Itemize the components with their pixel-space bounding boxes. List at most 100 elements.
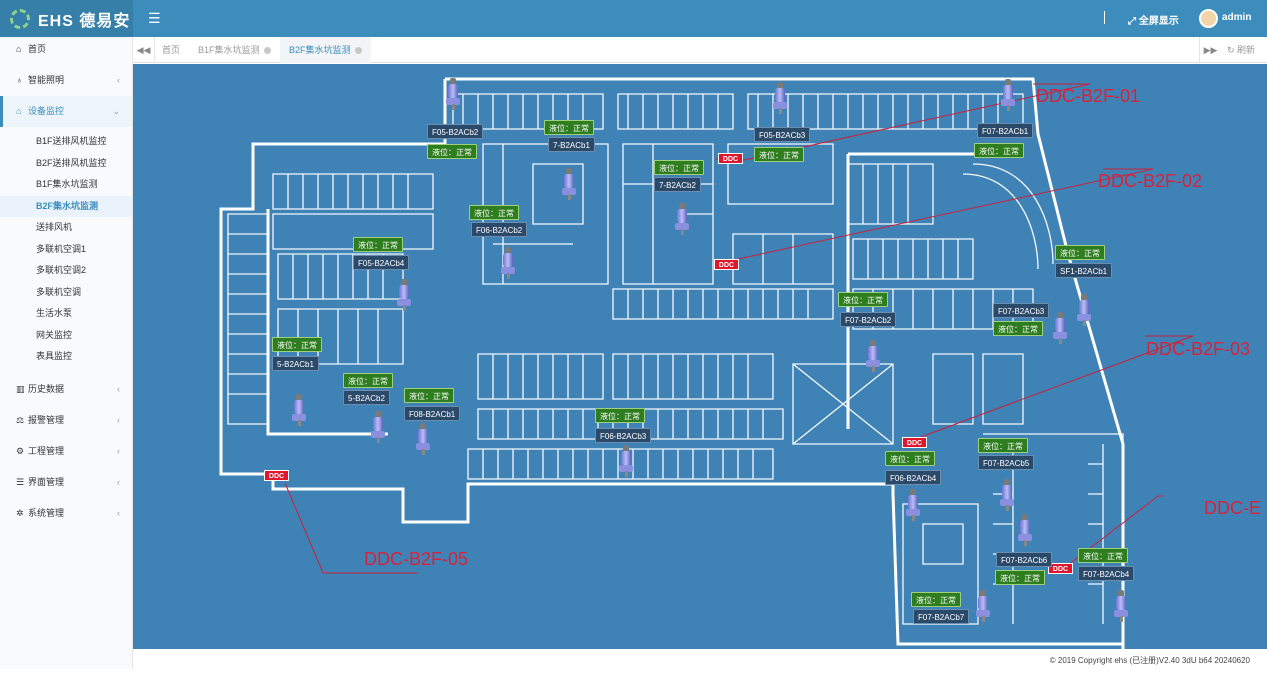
submenu-gateway[interactable]: 网关监控 [36, 329, 73, 340]
pump-id-label[interactable]: F07-B2ACb4 [1078, 566, 1135, 581]
sump-pump-icon[interactable] [397, 279, 411, 311]
pump-id-label[interactable]: F06-B2ACb4 [885, 470, 942, 485]
refresh-icon: ↻ [1226, 45, 1237, 55]
sidebar-item-system[interactable]: ✲系统管理‹ [0, 498, 132, 529]
sump-pump-icon[interactable] [976, 590, 990, 622]
chevron-left-icon: ‹ [117, 476, 120, 487]
tab-label: B2F集水坑监测 [289, 45, 351, 55]
sump-pump-icon[interactable] [1001, 79, 1015, 111]
sump-pump-icon[interactable] [1053, 312, 1067, 344]
submenu-vrf-ac-2[interactable]: 多联机空调2 [36, 265, 87, 275]
tab-b1f-sump[interactable]: B1F集水坑监测 [189, 37, 280, 63]
header-divider [1104, 11, 1105, 24]
close-icon[interactable] [263, 47, 271, 55]
sidebar-item-label: 系统管理 [28, 507, 65, 518]
pump-id-label[interactable]: F07-B2ACb3 [993, 303, 1050, 318]
level-status-label: 液位：正常 [993, 321, 1043, 336]
pump-id-label[interactable]: F07-B2ACb2 [840, 312, 897, 327]
level-status-label: 液位：正常 [754, 147, 804, 162]
avatar[interactable] [1199, 9, 1218, 28]
floor-plan-map: DDC-B2F-01 DDC-B2F-02 DDC-B2F-03 DDC-B2F… [133, 64, 1267, 649]
pump-id-label[interactable]: F07-B2ACb1 [977, 123, 1034, 138]
sump-pump-icon[interactable] [371, 411, 385, 443]
chevron-left-icon: ‹ [117, 383, 120, 394]
close-icon[interactable] [354, 47, 362, 55]
sidebar-item-device-monitor[interactable]: ⌂设备监控⌄ [0, 96, 132, 127]
sidebar-item-ui[interactable]: ☰界面管理‹ [0, 467, 132, 498]
tab-b2f-sump[interactable]: B2F集水坑监测 [280, 37, 371, 63]
ddc-controller-badge[interactable]: DDC [264, 470, 289, 481]
pump-id-label[interactable]: F06-B2ACb2 [471, 222, 528, 237]
sump-pump-icon[interactable] [446, 78, 460, 110]
submenu-ventilation-fan[interactable]: 送排风机 [36, 222, 73, 232]
ddc-controller-badge[interactable]: DDC [902, 437, 927, 448]
submenu-b2f-fan[interactable]: B2F送排风机监控 [36, 157, 107, 168]
sidebar-item-lighting[interactable]: ♁智能照明‹ [0, 65, 132, 96]
submenu-vrf-ac-1[interactable]: 多联机空调1 [36, 243, 87, 254]
pump-id-label[interactable]: F07-B2ACb5 [978, 455, 1035, 470]
sidebar-item-label: 历史数据 [28, 383, 65, 394]
sump-pump-icon[interactable] [906, 489, 920, 521]
sump-pump-icon[interactable] [501, 247, 515, 279]
pump-id-label[interactable]: F07-B2ACb6 [996, 552, 1053, 567]
sump-pump-icon[interactable] [619, 445, 633, 477]
sidebar-item-alarm[interactable]: ⚖报警管理‹ [0, 405, 132, 436]
chevron-left-icon: ‹ [117, 414, 120, 425]
sump-pump-icon[interactable] [1000, 479, 1014, 511]
submenu-meters[interactable]: 表具监控 [36, 351, 73, 361]
sidebar-item-label: 界面管理 [28, 476, 65, 487]
pump-id-label[interactable]: F05-B2ACb2 [427, 124, 484, 139]
submenu-b1f-fan[interactable]: B1F送排风机监控 [36, 136, 107, 146]
submenu-vrf-ac[interactable]: 多联机空调 [36, 286, 82, 297]
pump-id-label[interactable]: F08-B2ACb1 [404, 406, 461, 421]
user-name[interactable]: admin [1222, 12, 1252, 23]
sump-pump-icon[interactable] [1114, 590, 1128, 622]
ddc-callout-02: DDC-B2F-02 [1098, 171, 1203, 191]
sump-pump-icon[interactable] [773, 82, 787, 114]
ddc-controller-badge[interactable]: DDC [1048, 563, 1073, 574]
ddc-callout-01: DDC-B2F-01 [1036, 86, 1141, 106]
sump-pump-icon[interactable] [866, 340, 880, 372]
level-status-label: 液位：正常 [427, 144, 477, 159]
sidebar-item-project[interactable]: ⚙工程管理‹ [0, 436, 132, 467]
sump-pump-icon[interactable] [675, 203, 689, 235]
level-status-label: 液位：正常 [974, 143, 1024, 158]
pump-id-label[interactable]: 7-B2ACb2 [654, 177, 701, 192]
pump-id-label[interactable]: 7-B2ACb1 [548, 137, 595, 152]
ddc-controller-badge[interactable]: DDC [718, 153, 743, 164]
tab-home[interactable]: 首页 [162, 45, 181, 55]
refresh-label: 刷新 [1236, 45, 1255, 55]
brand-logo[interactable]: EHS 德易安 [0, 0, 133, 37]
brand-name: EHS 德易安 [38, 12, 131, 30]
ddc-controller-badge[interactable]: DDC [714, 259, 739, 270]
submenu-domestic-pump[interactable]: 生活水泵 [36, 308, 73, 318]
refresh-button[interactable]: ↻ 刷新 [1227, 37, 1255, 63]
pump-id-label[interactable]: F05-B2ACb3 [754, 127, 811, 142]
sump-pump-icon[interactable] [416, 423, 430, 455]
pump-id-label[interactable]: SF1-B2ACb1 [1055, 263, 1113, 278]
pump-id-label[interactable]: F07-B2ACb7 [913, 609, 970, 624]
sidebar-item-label: 工程管理 [28, 445, 65, 456]
expand-icon: ⤢ [1128, 16, 1139, 27]
level-status-label: 液位：正常 [353, 237, 403, 252]
pump-id-label[interactable]: F05-B2ACb4 [353, 255, 410, 270]
fullscreen-button[interactable]: ⤢ 全屏显示 [1128, 12, 1179, 27]
submenu-b2f-sump[interactable]: B2F集水坑监测 [0, 195, 132, 217]
tab-scroll-left-icon[interactable]: ◀◀ [133, 37, 155, 63]
submenu-b1f-sump[interactable]: B1F集水坑监测 [36, 179, 98, 189]
sump-pump-icon[interactable] [292, 394, 306, 426]
sidebar-toggle-icon[interactable]: ☰ [148, 10, 161, 26]
pump-id-label[interactable]: 5-B2ACb1 [272, 356, 319, 371]
sump-pump-icon[interactable] [1018, 514, 1032, 546]
footer-copyright: © 2019 Copyright ehs (已注册)V2.40 3dU b64 … [133, 649, 1267, 669]
sidebar-item-home[interactable]: ⌂首页 [0, 34, 132, 65]
pump-id-label[interactable]: 5-B2ACb2 [343, 390, 390, 405]
sump-pump-icon[interactable] [1077, 294, 1091, 326]
sump-pump-icon[interactable] [562, 168, 576, 200]
chevron-left-icon: ‹ [117, 75, 120, 85]
sidebar-item-history[interactable]: ▥历史数据‹ [0, 374, 132, 405]
chevron-left-icon: ‹ [117, 445, 120, 456]
pump-id-label[interactable]: F06-B2ACb3 [595, 428, 652, 443]
tab-scroll-right-icon[interactable]: ▶▶ [1199, 37, 1221, 63]
balance-scale-icon: ⚖ [16, 414, 25, 425]
